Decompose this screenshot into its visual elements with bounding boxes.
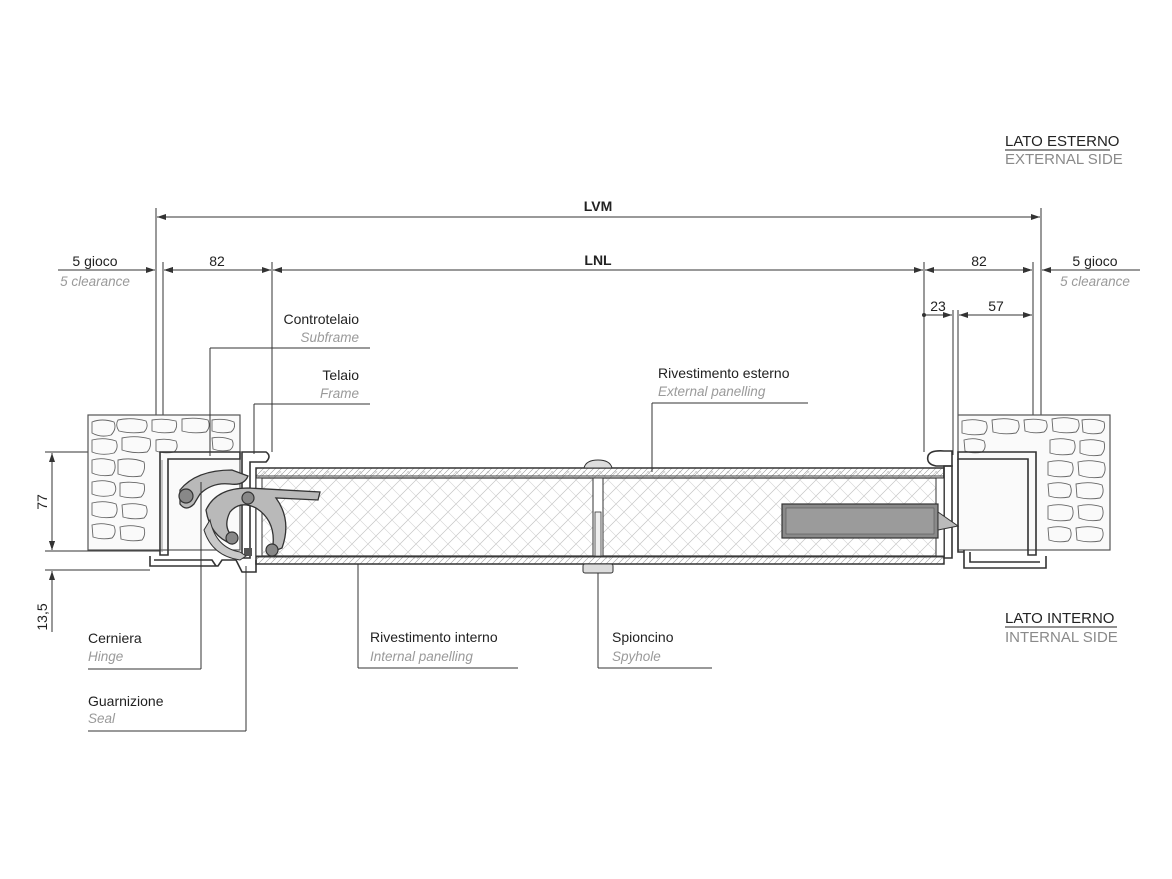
svg-text:EXTERNAL SIDE: EXTERNAL SIDE bbox=[1005, 151, 1123, 168]
frame-callout: Telaio Frame bbox=[253, 367, 370, 454]
internal-panelling-callout: Rivestimento interno Internal panelling bbox=[357, 564, 518, 669]
right-wall bbox=[957, 414, 1111, 551]
svg-text:Subframe: Subframe bbox=[300, 330, 359, 345]
external-panelling-callout: Rivestimento esterno External panelling bbox=[651, 365, 808, 472]
svg-text:LNL: LNL bbox=[584, 252, 612, 268]
svg-text:Telaio: Telaio bbox=[322, 367, 359, 383]
left-clearance-dimension: 5 gioco 5 clearance bbox=[58, 253, 178, 289]
d57-dimension: 57 bbox=[959, 298, 1032, 318]
svg-text:5 clearance: 5 clearance bbox=[60, 274, 130, 289]
svg-text:82: 82 bbox=[209, 253, 225, 269]
left-frame bbox=[235, 451, 270, 573]
svg-text:Controtelaio: Controtelaio bbox=[284, 311, 360, 327]
lnl-dimension: LNL bbox=[271, 252, 925, 452]
svg-text:13,5: 13,5 bbox=[34, 603, 50, 630]
lock-plate bbox=[781, 503, 960, 539]
svg-text:Guarnizione: Guarnizione bbox=[88, 693, 164, 709]
svg-text:23: 23 bbox=[930, 298, 946, 314]
svg-text:Cerniera: Cerniera bbox=[88, 630, 142, 646]
hinge bbox=[178, 469, 321, 561]
svg-text:57: 57 bbox=[988, 298, 1004, 314]
svg-text:INTERNAL SIDE: INTERNAL SIDE bbox=[1005, 629, 1118, 646]
internal-side-label: LATO INTERNO INTERNAL SIDE bbox=[1005, 610, 1118, 646]
lvm-dimension: LVM bbox=[155, 198, 1042, 460]
svg-text:5 clearance: 5 clearance bbox=[1060, 274, 1130, 289]
d77-dimension: 77 bbox=[34, 451, 160, 552]
external-side-label: LATO ESTERNO EXTERNAL SIDE bbox=[1005, 133, 1123, 168]
svg-text:LATO ESTERNO: LATO ESTERNO bbox=[1005, 133, 1119, 150]
spyhole bbox=[582, 459, 614, 574]
hinge-callout: Cerniera Hinge bbox=[88, 482, 202, 670]
svg-text:77: 77 bbox=[34, 494, 50, 510]
subframe-callout: Controtelaio Subframe bbox=[209, 311, 370, 456]
svg-text:82: 82 bbox=[971, 253, 987, 269]
right-subframe bbox=[957, 451, 1047, 569]
svg-text:Seal: Seal bbox=[88, 711, 116, 726]
svg-text:Spyhole: Spyhole bbox=[612, 649, 661, 664]
svg-text:Frame: Frame bbox=[320, 386, 359, 401]
right-clearance-dimension: 5 gioco 5 clearance bbox=[1020, 253, 1140, 289]
svg-text:LVM: LVM bbox=[584, 198, 613, 214]
left-subframe bbox=[149, 451, 241, 567]
svg-text:5 gioco: 5 gioco bbox=[72, 253, 117, 269]
spyhole-callout: Spioncino Spyhole bbox=[597, 573, 712, 669]
d13-5-dimension: 13,5 bbox=[34, 535, 150, 632]
svg-text:Rivestimento interno: Rivestimento interno bbox=[370, 629, 498, 645]
svg-text:5 gioco: 5 gioco bbox=[1072, 253, 1117, 269]
seal-callout: Guarnizione Seal bbox=[88, 566, 247, 732]
svg-text:External panelling: External panelling bbox=[658, 384, 766, 399]
svg-text:Hinge: Hinge bbox=[88, 649, 123, 664]
svg-text:Internal panelling: Internal panelling bbox=[370, 649, 473, 664]
svg-text:LATO INTERNO: LATO INTERNO bbox=[1005, 610, 1114, 627]
d23-dimension: 23 bbox=[922, 298, 959, 455]
svg-text:Rivestimento esterno: Rivestimento esterno bbox=[658, 365, 790, 381]
svg-text:Spioncino: Spioncino bbox=[612, 629, 674, 645]
